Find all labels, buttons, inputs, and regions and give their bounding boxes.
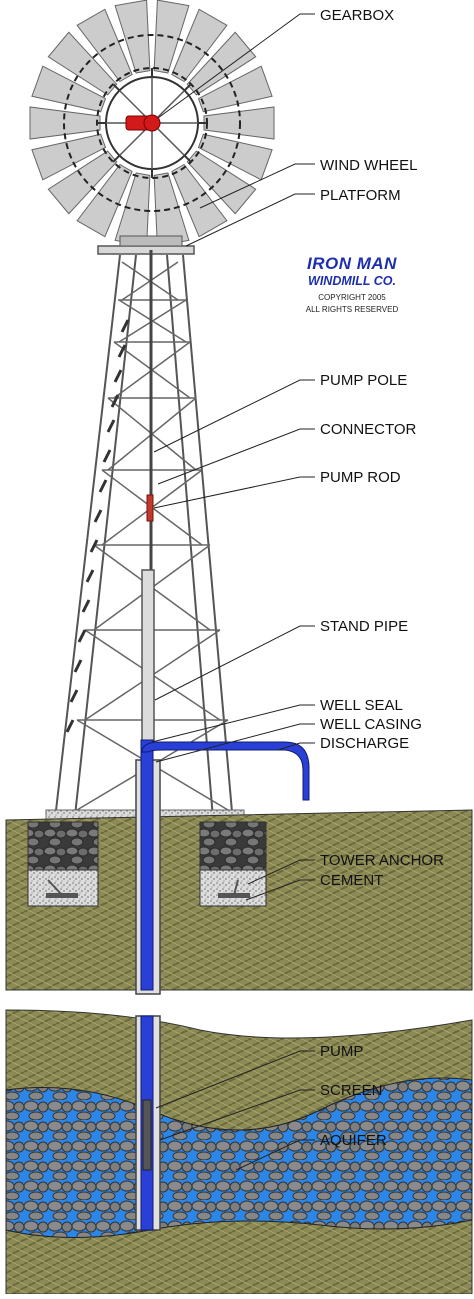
wheel-blade bbox=[197, 65, 273, 113]
brand-name: IRON MAN bbox=[307, 254, 397, 273]
wheel-blade bbox=[186, 150, 257, 215]
copyright-text: COPYRIGHT 2005 bbox=[318, 293, 386, 302]
label-wind-wheel: WIND WHEEL bbox=[320, 157, 418, 174]
wheel-blade bbox=[31, 133, 107, 181]
pump-body bbox=[142, 1099, 152, 1171]
label-pump-rod: PUMP ROD bbox=[320, 469, 401, 486]
label-discharge: DISCHARGE bbox=[320, 735, 410, 752]
wheel-blade bbox=[171, 8, 228, 83]
wheel-blade bbox=[76, 8, 133, 83]
label-connector: CONNECTOR bbox=[320, 421, 417, 438]
label-well-seal: WELL SEAL bbox=[320, 697, 403, 714]
gearbox bbox=[125, 114, 161, 132]
label-pump-pole: PUMP POLE bbox=[320, 372, 408, 389]
rights-text: ALL RIGHTS RESERVED bbox=[305, 305, 399, 314]
label-cement: CEMENT bbox=[320, 872, 384, 889]
stand-pipe bbox=[141, 569, 155, 751]
wheel-blade bbox=[76, 163, 133, 238]
label-tower-anchor: TOWER ANCHOR bbox=[320, 852, 444, 869]
label-stand-pipe: STAND PIPE bbox=[320, 618, 409, 635]
wheel-blade bbox=[31, 65, 107, 113]
label-pump: PUMP bbox=[320, 1043, 364, 1060]
leader-lines bbox=[151, 13, 315, 1171]
brand-company: WINDMILL CO. bbox=[308, 274, 396, 288]
label-aquifer: AQUIFER bbox=[320, 1132, 387, 1149]
label-gearbox: GEARBOX bbox=[320, 7, 395, 24]
wheel-rim bbox=[63, 34, 241, 212]
wheel-blade bbox=[29, 106, 101, 140]
label-well-casing: WELL CASING bbox=[320, 716, 422, 733]
tower-anchor-left bbox=[27, 869, 99, 907]
platform bbox=[97, 245, 195, 255]
wheel-blade bbox=[171, 163, 228, 238]
pump-rod bbox=[146, 494, 154, 522]
wheel-blade bbox=[153, 172, 190, 247]
wheel-blade bbox=[186, 31, 257, 96]
wheel-blade bbox=[47, 150, 118, 215]
label-screen: SCREEN bbox=[320, 1082, 383, 1099]
label-platform: PLATFORM bbox=[320, 187, 401, 204]
tower-anchor-right bbox=[199, 869, 267, 907]
discharge-pipe bbox=[141, 741, 310, 801]
wheel-blade bbox=[47, 31, 118, 96]
wheel-blade bbox=[197, 133, 273, 181]
